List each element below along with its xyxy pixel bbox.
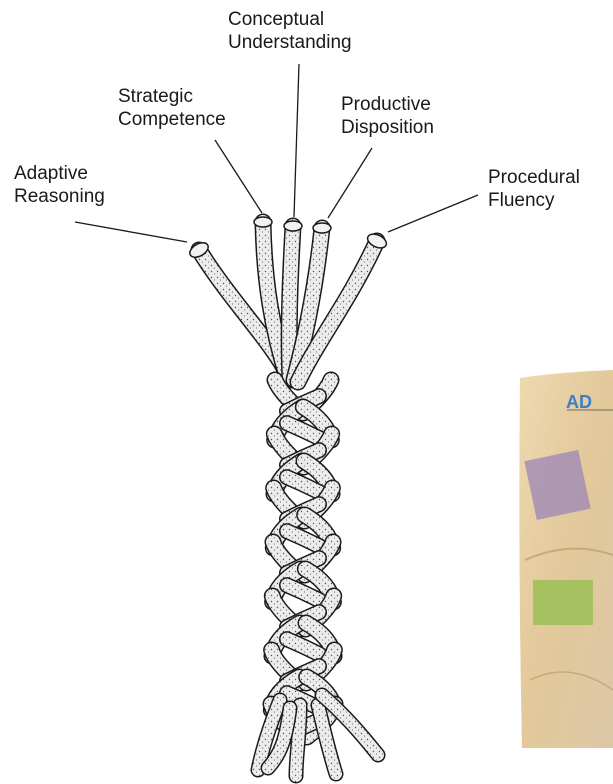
braid-crossing <box>287 531 319 546</box>
leader-line-procedural <box>388 195 478 232</box>
leader-lines <box>75 64 478 242</box>
corner-image-title: AD <box>566 392 592 412</box>
rope-strands-upper <box>187 217 388 382</box>
leader-line-productive <box>328 148 372 218</box>
leader-line-conceptual <box>294 64 299 217</box>
braid-crossing <box>287 585 319 600</box>
green-rectangle-shape <box>533 580 593 625</box>
rope-strands-lower <box>258 695 378 776</box>
leader-line-strategic <box>215 140 262 213</box>
leader-line-adaptive <box>75 222 187 242</box>
rope-braid <box>271 380 335 737</box>
braid-crossing <box>287 639 319 654</box>
corner-book-image: AD <box>519 370 613 748</box>
